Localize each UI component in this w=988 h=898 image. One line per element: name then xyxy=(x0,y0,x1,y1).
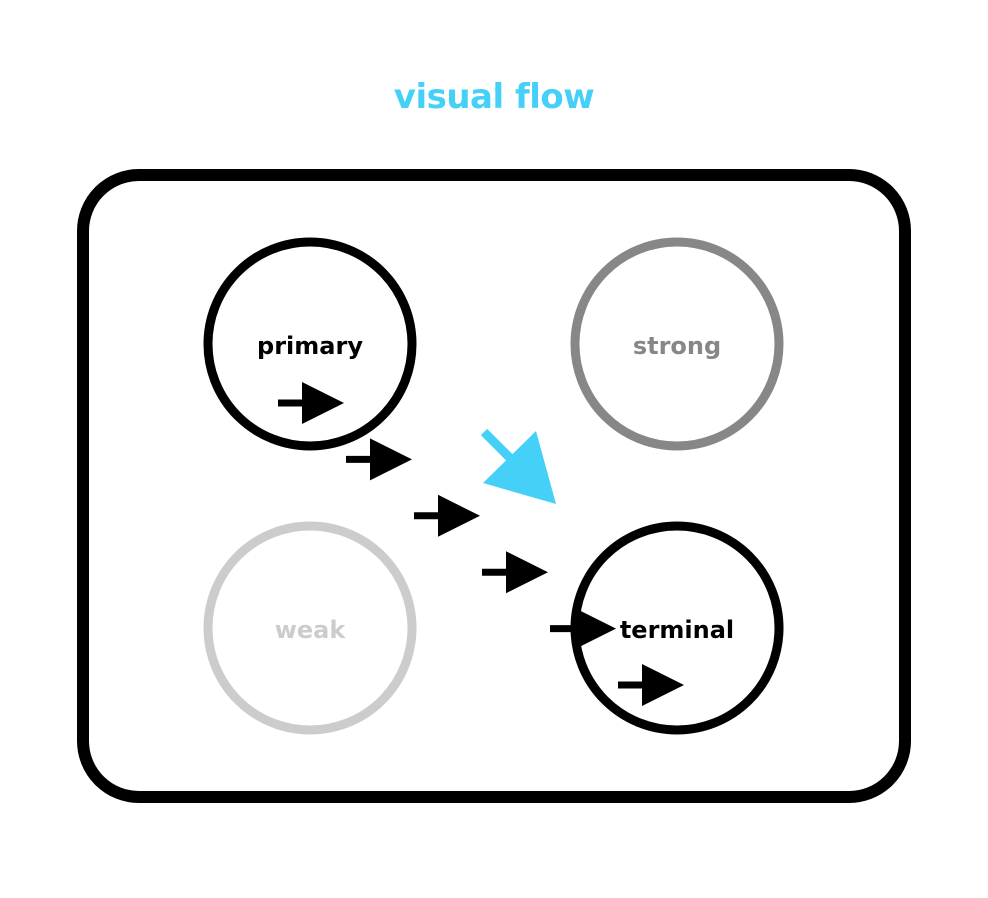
node-weak-circle xyxy=(203,521,417,735)
node-terminal-label: terminal xyxy=(620,616,734,644)
flow-arrow-head xyxy=(438,494,480,537)
node-strong: strong xyxy=(570,237,784,451)
flow-arrow-icon xyxy=(550,607,616,650)
flow-arrow-head xyxy=(506,551,548,594)
flow-arrow-head xyxy=(574,607,616,650)
accent-arrow-head xyxy=(483,431,556,504)
flow-arrow-head xyxy=(642,664,684,706)
accent-arrow-icon xyxy=(480,428,556,504)
node-weak: weak xyxy=(203,521,417,735)
node-strong-label: strong xyxy=(633,332,721,360)
page-title: visual flow xyxy=(393,77,595,117)
flow-arrow-icon xyxy=(346,438,412,481)
node-primary: primary xyxy=(203,237,417,451)
flow-arrow-head xyxy=(370,438,412,481)
flow-arrow-icon xyxy=(618,664,684,706)
flow-arrow-icon xyxy=(278,382,344,424)
diagram-frame xyxy=(77,169,911,803)
node-primary-circle xyxy=(203,237,417,451)
node-primary-label: primary xyxy=(257,332,363,360)
flow-arrows xyxy=(278,382,684,706)
flow-arrow-icon xyxy=(414,494,480,537)
flow-arrow-head xyxy=(302,382,344,424)
flow-arrow-icon xyxy=(482,551,548,594)
node-weak-label: weak xyxy=(275,616,347,644)
node-strong-circle xyxy=(570,237,784,451)
